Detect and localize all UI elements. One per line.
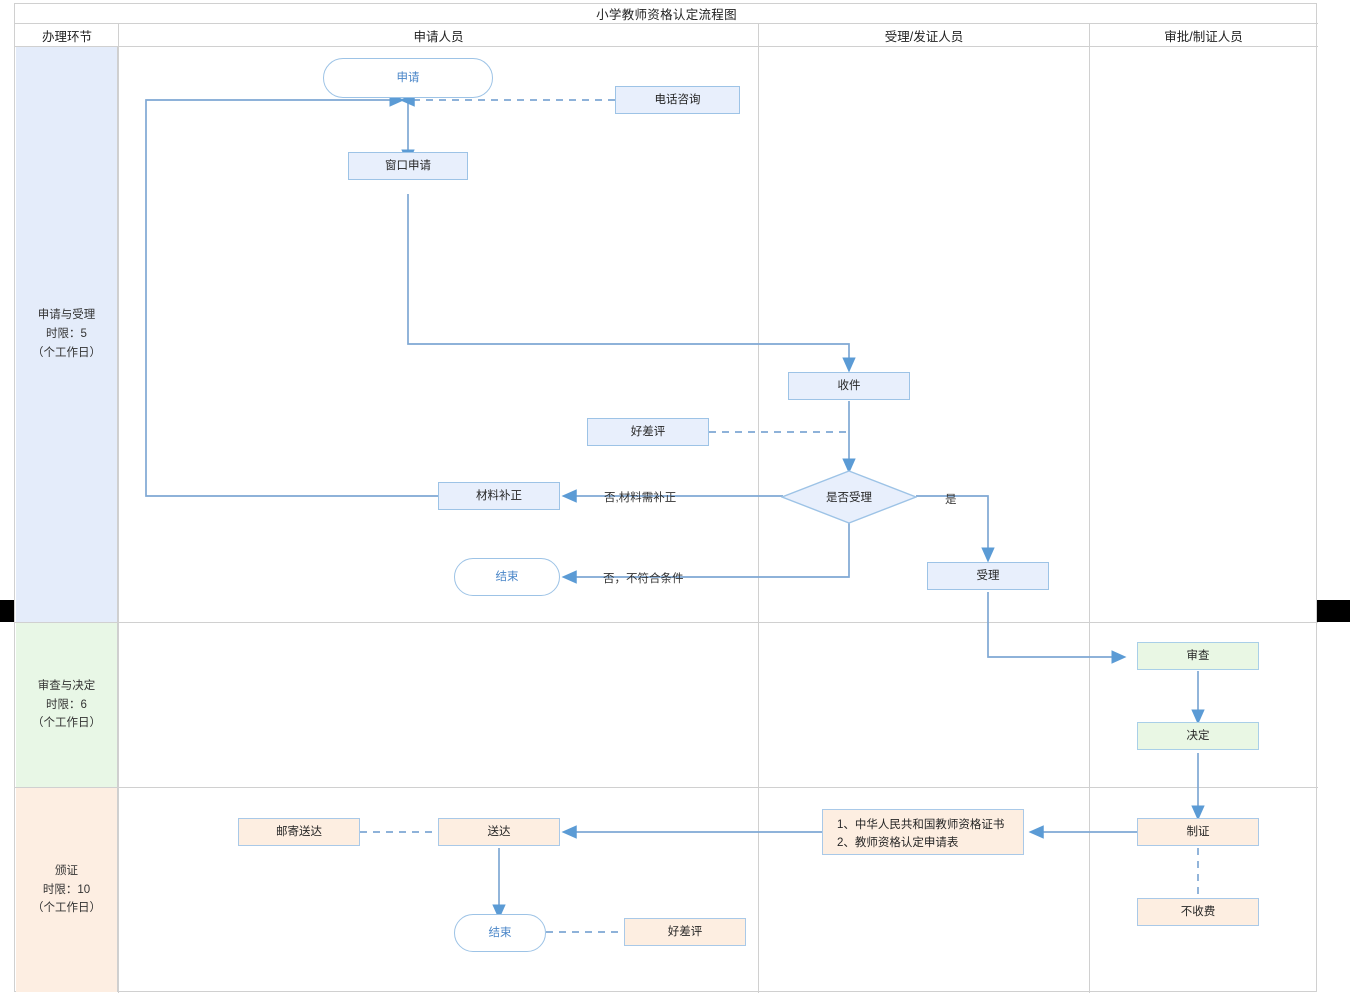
node-no-fee[interactable]: 不收费 — [1137, 898, 1259, 926]
node-make-cert[interactable]: 制证 — [1137, 818, 1259, 846]
header-divider-2 — [758, 24, 759, 47]
page-edge-artifact-right — [1317, 600, 1350, 622]
node-window-apply[interactable]: 窗口申请 — [348, 152, 468, 180]
phase-cell-issue: 颁证 时限：10 （个工作日） — [16, 788, 118, 992]
node-accept-label: 受理 — [976, 569, 1000, 582]
phase-cell-apply: 申请与受理 时限：5 （个工作日） — [16, 47, 118, 622]
column-header-phase: 办理环节 — [41, 29, 92, 44]
phase-issue-limit: 时限：10 — [42, 883, 91, 896]
page-title: 小学教师资格认定流程图 — [15, 4, 1318, 24]
node-doc-list[interactable]: 1、中华人民共和国教师资格证书 2、教师资格认定申请表 — [822, 809, 1024, 855]
phase-review-name: 审查与决定 — [37, 679, 96, 692]
node-mail-deliver-label: 邮寄送达 — [276, 825, 322, 838]
page-title-text: 小学教师资格认定流程图 — [596, 8, 737, 22]
doc-list-item-1: 1、中华人民共和国教师资格证书 — [837, 819, 1005, 831]
node-no-fee-label: 不收费 — [1180, 905, 1216, 918]
node-decision-accept-label: 是否受理 — [826, 492, 872, 504]
node-rating-bottom-label: 好差评 — [667, 925, 703, 938]
phase-review-unit: （个工作日） — [32, 717, 101, 730]
node-end-done[interactable]: 结束 — [454, 914, 546, 952]
node-rating-bottom[interactable]: 好差评 — [624, 918, 746, 946]
node-end-reject[interactable]: 结束 — [454, 558, 560, 596]
phase-issue-name: 颁证 — [55, 864, 78, 877]
edge-label-no-need-fix: 否,材料需补正 — [604, 492, 677, 504]
column-header-acceptor: 受理/发证人员 — [884, 29, 964, 44]
node-end-done-label: 结束 — [488, 926, 512, 939]
edge-label-yes: 是 — [945, 494, 957, 506]
node-start-apply-label: 申请 — [396, 71, 420, 84]
row-divider-1 — [15, 622, 1318, 623]
node-accept[interactable]: 受理 — [927, 562, 1049, 590]
connector-layer — [15, 4, 1318, 993]
node-receive-label: 收件 — [837, 379, 861, 392]
header-divider-1 — [118, 24, 119, 47]
row-divider-2 — [15, 787, 1318, 788]
phase-issue-unit: （个工作日） — [32, 902, 101, 915]
node-rating-top[interactable]: 好差评 — [587, 418, 709, 446]
flowchart-table: 小学教师资格认定流程图 办理环节 申请人员 受理/发证人员 审批/制证人员 申请… — [14, 3, 1318, 993]
node-decide[interactable]: 决定 — [1137, 722, 1259, 750]
edge-label-no-conditions: 否，不符合条件 — [603, 573, 684, 585]
node-examine-label: 审查 — [1186, 649, 1210, 662]
page-edge-artifact-left — [0, 600, 14, 622]
phase-apply-unit: （个工作日） — [32, 346, 101, 359]
node-end-reject-label: 结束 — [495, 570, 519, 583]
node-phone-consult-label: 电话咨询 — [654, 93, 701, 106]
body-divider-1 — [118, 47, 119, 993]
column-header-approver: 审批/制证人员 — [1164, 29, 1243, 44]
column-header-row: 办理环节 申请人员 受理/发证人员 审批/制证人员 — [15, 24, 1318, 47]
node-material-fix-label: 材料补正 — [476, 489, 522, 502]
node-decide-label: 决定 — [1186, 729, 1210, 742]
node-deliver[interactable]: 送达 — [438, 818, 560, 846]
node-phone-consult[interactable]: 电话咨询 — [615, 86, 740, 114]
phase-apply-limit: 时限：5 — [46, 328, 87, 341]
node-make-cert-label: 制证 — [1186, 825, 1210, 838]
node-decision-accept[interactable]: 是否受理 — [781, 470, 917, 524]
phase-cell-review: 审查与决定 时限：6 （个工作日） — [16, 623, 118, 787]
node-window-apply-label: 窗口申请 — [385, 159, 431, 172]
header-divider-3 — [1089, 24, 1090, 47]
phase-apply-name: 申请与受理 — [37, 309, 96, 322]
phase-review-limit: 时限：6 — [46, 698, 87, 711]
node-deliver-label: 送达 — [487, 825, 511, 838]
node-mail-deliver[interactable]: 邮寄送达 — [238, 818, 360, 846]
node-start-apply[interactable]: 申请 — [323, 58, 493, 98]
doc-list-item-2: 2、教师资格认定申请表 — [837, 837, 959, 850]
body-divider-3 — [1089, 47, 1090, 993]
node-rating-top-label: 好差评 — [630, 425, 666, 438]
node-receive[interactable]: 收件 — [788, 372, 910, 400]
column-header-applicant: 申请人员 — [413, 29, 464, 44]
node-material-fix[interactable]: 材料补正 — [438, 482, 560, 510]
body-divider-2 — [758, 47, 759, 993]
node-examine[interactable]: 审查 — [1137, 642, 1259, 670]
